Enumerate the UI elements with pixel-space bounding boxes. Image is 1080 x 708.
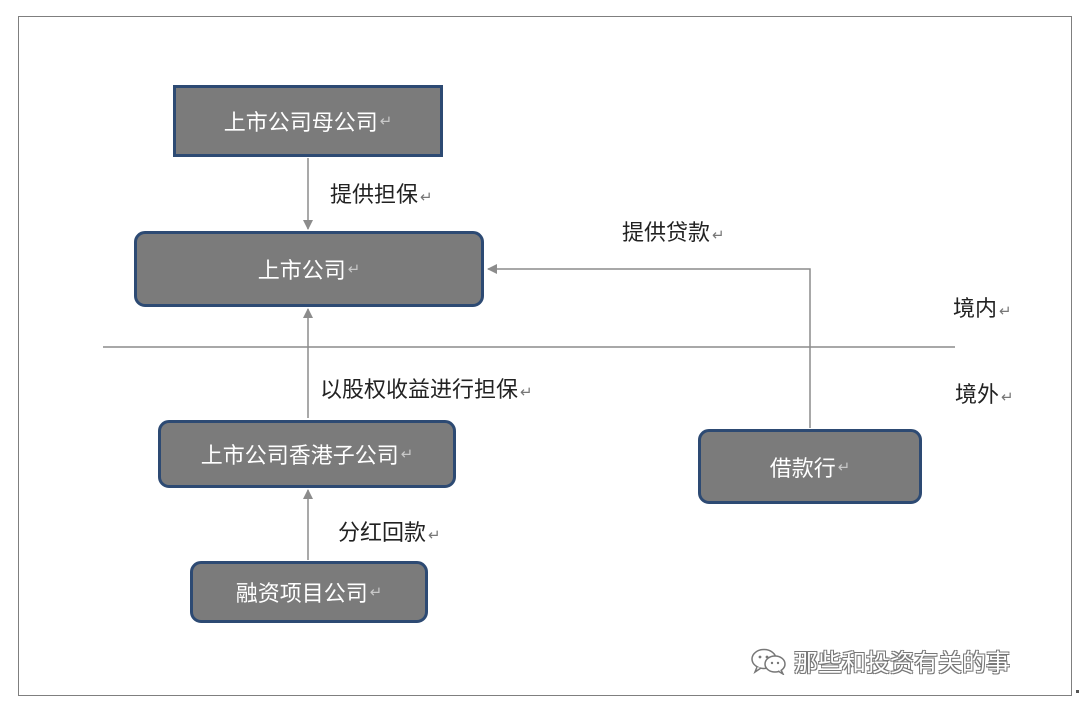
- equity-guarantee-label-wrap: 以股权收益进行担保↵: [320, 372, 533, 404]
- return-mark: ↵: [1001, 388, 1014, 406]
- loan-arrow: [487, 264, 811, 428]
- corner-dot: [1076, 690, 1079, 693]
- project-company-label: 融资项目公司: [235, 582, 368, 607]
- return-mark: ↵: [379, 112, 393, 130]
- lender-bank-node: 借款行↵: [698, 429, 922, 504]
- parent-company-label: 上市公司母公司: [223, 111, 378, 136]
- domestic-zone-label: 境内: [953, 297, 998, 322]
- guarantee-label-wrap: 提供担保↵: [330, 177, 433, 209]
- dividend-label-wrap: 分红回款↵: [338, 515, 441, 547]
- lender-bank-label: 借款行: [769, 456, 836, 482]
- overseas-zone-label: 境外: [955, 383, 1000, 408]
- listed-company-node: 上市公司↵: [134, 231, 484, 307]
- loan-label: 提供贷款: [622, 221, 711, 246]
- watermark: 那些和投资有关的事: [750, 643, 1010, 678]
- domestic-label-wrap: 境内↵: [953, 291, 1012, 323]
- project-company-node: 融资项目公司↵: [190, 561, 428, 623]
- equity-guarantee-label: 以股权收益进行担保: [320, 378, 519, 403]
- hk-subsidiary-label: 上市公司香港子公司: [200, 444, 399, 469]
- return-mark: ↵: [520, 383, 533, 401]
- guarantee-label: 提供担保: [330, 183, 419, 208]
- loan-label-wrap: 提供贷款↵: [622, 215, 725, 247]
- parent-company-node: 上市公司母公司↵: [173, 85, 443, 157]
- listed-company-label: 上市公司: [257, 259, 346, 284]
- dividend-label: 分红回款: [338, 521, 427, 546]
- return-mark: ↵: [347, 260, 361, 278]
- watermark-text: 那些和投资有关的事: [794, 649, 1010, 677]
- hk-subsidiary-node: 上市公司香港子公司↵: [158, 420, 456, 488]
- return-mark: ↵: [420, 188, 433, 206]
- return-mark: ↵: [400, 445, 414, 463]
- diagram-frame: [18, 16, 1072, 696]
- return-mark: ↵: [712, 226, 725, 244]
- overseas-label-wrap: 境外↵: [955, 377, 1014, 409]
- return-mark: ↵: [369, 583, 383, 601]
- return-mark: ↵: [999, 302, 1012, 320]
- return-mark: ↵: [428, 526, 441, 544]
- wechat-icon: [751, 648, 786, 675]
- return-mark: ↵: [837, 457, 851, 476]
